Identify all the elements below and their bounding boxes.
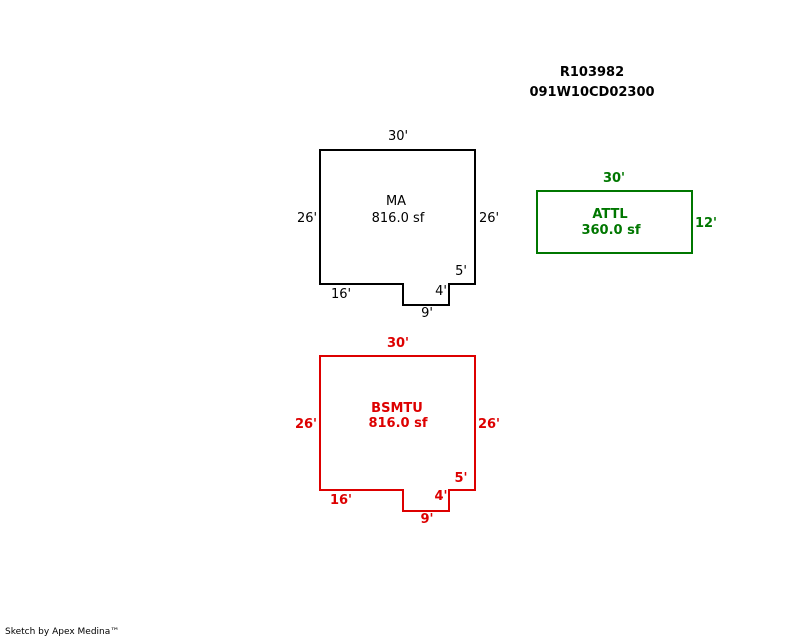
attl-area: 360.0 sf (581, 223, 640, 238)
ma-dim-step-inner: 4' (435, 284, 447, 299)
ma-dim-left: 26' (297, 211, 317, 226)
ma-dim-step-right: 5' (455, 264, 467, 279)
map-number: 091W10CD02300 (529, 85, 654, 100)
ma-area: 816.0 sf (372, 211, 425, 226)
bsmtu-dim-bottom-notch: 9' (420, 512, 433, 527)
attl-dim-top: 30' (603, 171, 625, 186)
sketch-credit: Sketch by Apex Medina™ (5, 627, 120, 637)
bsmtu-dim-step-right: 5' (454, 471, 467, 486)
ma-dim-bottom-notch: 9' (421, 306, 433, 321)
ma-dim-right: 26' (479, 211, 499, 226)
bsmtu-dim-top: 30' (387, 336, 409, 351)
ma-dim-top: 30' (388, 129, 408, 144)
ma-name: MA (386, 194, 406, 209)
parcel-id: R103982 (560, 65, 624, 80)
bsmtu-dim-left: 26' (295, 417, 317, 432)
ma-dim-bottom-left: 16' (331, 287, 351, 302)
attl-name: ATTL (592, 207, 627, 222)
bsmtu-outline (319, 355, 476, 512)
bsmtu-dim-right: 26' (478, 417, 500, 432)
attl-outline (536, 190, 693, 254)
attl-dim-right: 12' (695, 216, 717, 231)
bsmtu-name: BSMTU (371, 401, 423, 416)
bsmtu-dim-step-inner: 4' (434, 489, 447, 504)
ma-outline (319, 149, 476, 306)
bsmtu-area: 816.0 sf (368, 416, 427, 431)
bsmtu-dim-bottom-left: 16' (330, 493, 352, 508)
